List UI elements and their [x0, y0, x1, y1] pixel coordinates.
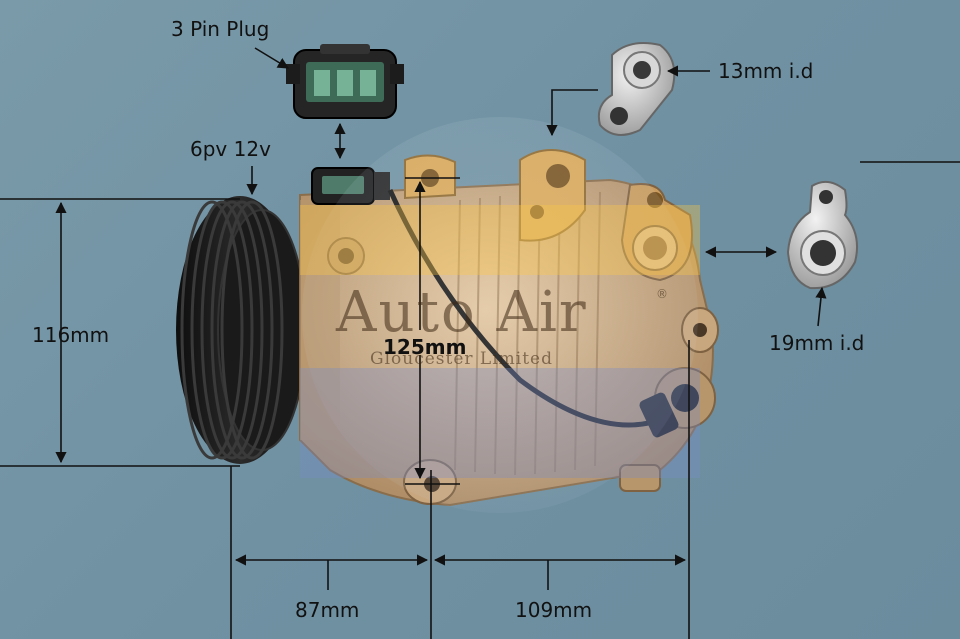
plug-inset: [286, 44, 404, 119]
label-depth-87mm: 87mm: [295, 598, 360, 622]
dimension-lines: [0, 47, 960, 639]
label-3-pin-plug: 3 Pin Plug: [171, 17, 270, 41]
label-height-116mm: 116mm: [32, 323, 110, 347]
label-13mm-id: 13mm i.d: [718, 59, 814, 83]
label-diagonal-125mm: 125mm: [383, 335, 467, 359]
fitting-19mm: [786, 180, 858, 290]
label-19mm-id: 19mm i.d: [769, 331, 865, 355]
watermark-registered-mark: ®: [656, 287, 668, 301]
label-pulley-spec: 6pv 12v: [190, 137, 271, 161]
fitting-13mm: [597, 42, 676, 136]
pulley: [176, 196, 307, 464]
watermark-title: Auto Air: [336, 280, 588, 345]
label-depth-109mm: 109mm: [515, 598, 593, 622]
watermark-subtitle: Gloucester Limited: [370, 349, 553, 369]
watermark-globe: [300, 117, 700, 513]
